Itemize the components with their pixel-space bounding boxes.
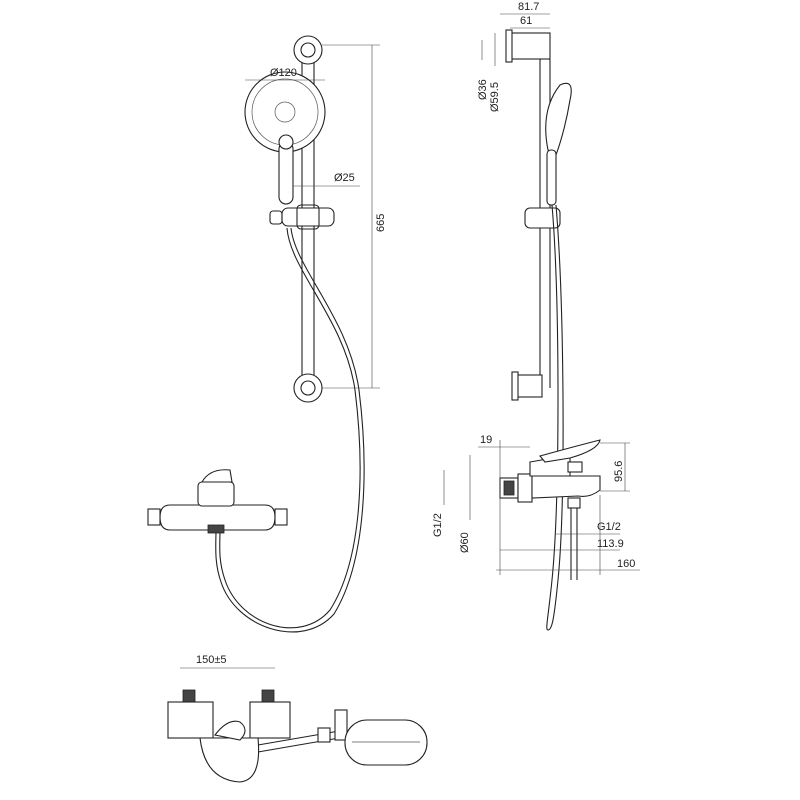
dim-centers: 150±5 — [196, 654, 227, 666]
dim-wall-offset: 19 — [480, 434, 492, 446]
dim-bracket-outer-diameter: Ø59.5 — [489, 82, 501, 112]
dim-outlet-thread: G1/2 — [597, 521, 621, 533]
dim-spout-reach: 160 — [617, 558, 635, 570]
dim-flange-diameter: Ø60 — [459, 532, 471, 553]
side-view: 81.7 61 Ø36 Ø59.5 19 95.6 G1/2 Ø60 G1/2 … — [432, 1, 640, 631]
front-view: Ø120 Ø25 665 — [147, 35, 387, 633]
side-hose — [546, 204, 559, 631]
hand-shower — [244, 71, 326, 205]
shower-hose — [219, 227, 361, 629]
front-dimensions: Ø120 Ø25 665 — [245, 44, 387, 389]
dim-bracket-depth-total: 81.7 — [518, 1, 539, 13]
dim-outlet-reach: 113.9 — [597, 538, 624, 550]
dim-head-diameter: Ø120 — [270, 67, 297, 79]
dim-mixer-height: 95.6 — [613, 461, 625, 482]
bath-mixer-front — [147, 469, 288, 534]
side-dimensions: 81.7 61 Ø36 Ø59.5 19 95.6 G1/2 Ø60 G1/2 … — [432, 1, 640, 575]
side-slider — [524, 207, 561, 229]
dim-inlet-thread: G1/2 — [432, 513, 444, 537]
dim-bracket-depth: 61 — [520, 15, 532, 27]
slider-holder — [269, 204, 335, 230]
bath-mixer-side — [499, 439, 601, 580]
dim-bracket-inner-diameter: Ø36 — [477, 79, 489, 100]
dim-rail-length: 665 — [375, 214, 387, 232]
side-hand-shower — [545, 82, 572, 206]
dim-handle-diameter: Ø25 — [334, 172, 355, 184]
top-view: 150±5 — [167, 654, 428, 783]
